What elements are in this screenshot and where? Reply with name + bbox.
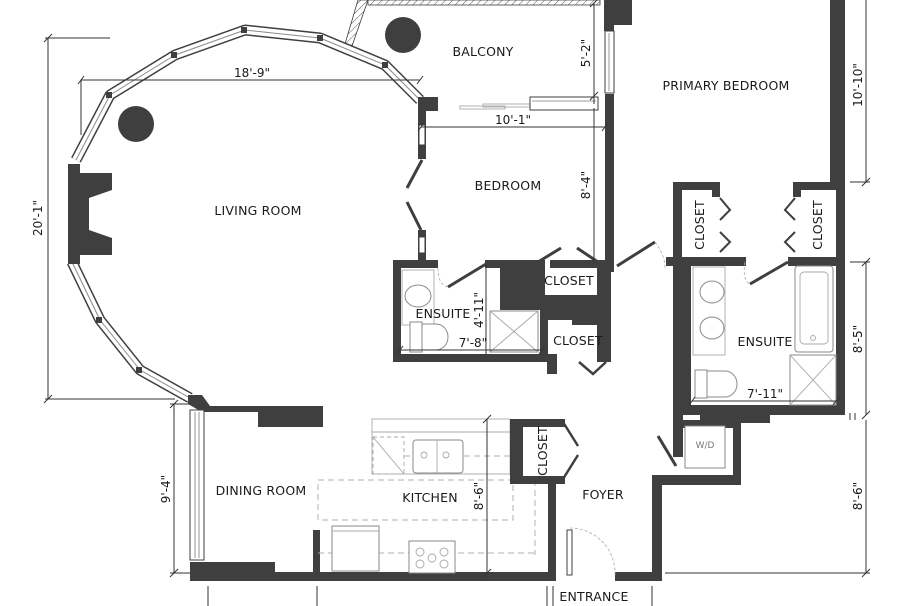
dim-kitchen-depth: 8'-6" bbox=[472, 482, 486, 510]
dim-bedroom-depth: 8'-4" bbox=[579, 171, 593, 199]
living-room-bay-windows bbox=[67, 24, 424, 403]
primary-closet-doors[interactable] bbox=[719, 197, 796, 253]
dim-ensuite-2-width: 7'-11" bbox=[747, 387, 783, 401]
label-balcony: BALCONY bbox=[452, 44, 513, 59]
primary-closets-walls bbox=[666, 182, 845, 457]
laundry-closet: W/D bbox=[615, 415, 741, 581]
sink-1 bbox=[699, 280, 725, 304]
foyer-closet-doors[interactable] bbox=[561, 421, 580, 480]
bedroom-closet-doors[interactable] bbox=[537, 246, 599, 264]
washer-dryer bbox=[684, 425, 726, 469]
label-kitchen: KITCHEN bbox=[402, 490, 458, 505]
kitchen-sink bbox=[412, 439, 464, 474]
label-bedroom: BEDROOM bbox=[475, 178, 542, 193]
dim-ensuite-1-height: 4'-11" bbox=[472, 292, 486, 328]
ensuite-1-fixtures bbox=[401, 269, 539, 353]
label-closet-bedroom-2: CLOSET bbox=[553, 333, 603, 348]
dim-bedroom-width: 10'-1" bbox=[495, 113, 531, 127]
balcony-slider-2 bbox=[482, 103, 534, 108]
dim-dining-depth: 9'-4" bbox=[159, 475, 173, 503]
dim-ensuite-1-width: 7'-8" bbox=[459, 336, 487, 350]
sink-2 bbox=[699, 316, 725, 340]
dim-ensuite-2-height: 8'-5" bbox=[851, 325, 865, 353]
kitchen-fixtures bbox=[317, 418, 536, 574]
fireplace bbox=[68, 164, 112, 264]
toilet-tank bbox=[409, 321, 423, 353]
toilet-bowl bbox=[706, 370, 738, 398]
toilet-bowl bbox=[421, 323, 449, 351]
primary-ensuite-door[interactable] bbox=[743, 260, 789, 286]
label-closet-foyer: CLOSET bbox=[535, 426, 550, 476]
balcony-slider-1 bbox=[459, 105, 506, 110]
label-primary-bedroom: PRIMARY BEDROOM bbox=[663, 78, 790, 93]
balcony-east-wall bbox=[604, 0, 632, 272]
column-living-room bbox=[118, 106, 154, 142]
primary-ensuite-fixtures bbox=[692, 265, 837, 406]
column-balcony bbox=[385, 17, 421, 53]
dimension-labels: 18'-9" 20'-1" 5'-2" 10'-1" 8'-4" 4'-11" … bbox=[31, 39, 865, 510]
dim-balcony-depth: 5'-2" bbox=[579, 39, 593, 67]
balcony-railing bbox=[367, 0, 601, 6]
entrance-door[interactable] bbox=[566, 527, 616, 576]
bedroom-french-door[interactable] bbox=[405, 159, 426, 260]
label-closet-bedroom-1: CLOSET bbox=[544, 273, 594, 288]
stove bbox=[408, 540, 456, 574]
ensuite-1-door[interactable] bbox=[437, 262, 487, 289]
label-ensuite-1: ENSUITE bbox=[416, 306, 471, 321]
balcony-railing-side bbox=[344, 0, 369, 47]
label-living-room: LIVING ROOM bbox=[214, 203, 301, 218]
label-ensuite-2: ENSUITE bbox=[738, 334, 793, 349]
dim-living-height: 20'-1" bbox=[31, 200, 45, 236]
ensuite-1-walls bbox=[393, 260, 611, 374]
label-foyer: FOYER bbox=[582, 487, 624, 502]
refrigerator bbox=[331, 525, 380, 572]
bedroom-entry-door[interactable] bbox=[616, 240, 666, 269]
dim-foyer-depth: 8'-6" bbox=[851, 482, 865, 510]
bathtub bbox=[794, 265, 834, 353]
dimension-lines bbox=[43, 0, 871, 606]
label-closet-primary-right: CLOSET bbox=[810, 200, 825, 250]
laundry-door[interactable] bbox=[656, 435, 678, 467]
room-labels: BALCONY PRIMARY BEDROOM LIVING ROOM BEDR… bbox=[214, 44, 825, 604]
dining-window bbox=[189, 409, 205, 561]
balcony-door-frame bbox=[529, 96, 599, 111]
balcony-area bbox=[344, 0, 601, 111]
label-entrance: ENTRANCE bbox=[559, 589, 628, 604]
label-closet-primary-left: CLOSET bbox=[692, 200, 707, 250]
primary-bedroom-east-wall bbox=[830, 0, 845, 185]
foyer-closet-walls bbox=[510, 419, 565, 581]
dim-primary-depth: 10'-10" bbox=[851, 63, 865, 107]
double-vanity bbox=[692, 266, 726, 356]
primary-window bbox=[604, 30, 615, 94]
laundry-label: W/D bbox=[696, 441, 715, 451]
closet-2-door[interactable] bbox=[578, 361, 607, 376]
dining-walls bbox=[188, 395, 553, 581]
sink bbox=[404, 284, 432, 308]
label-dining-room: DINING ROOM bbox=[216, 483, 307, 498]
toilet-tank bbox=[694, 369, 708, 399]
dim-living-width: 18'-9" bbox=[234, 66, 270, 80]
